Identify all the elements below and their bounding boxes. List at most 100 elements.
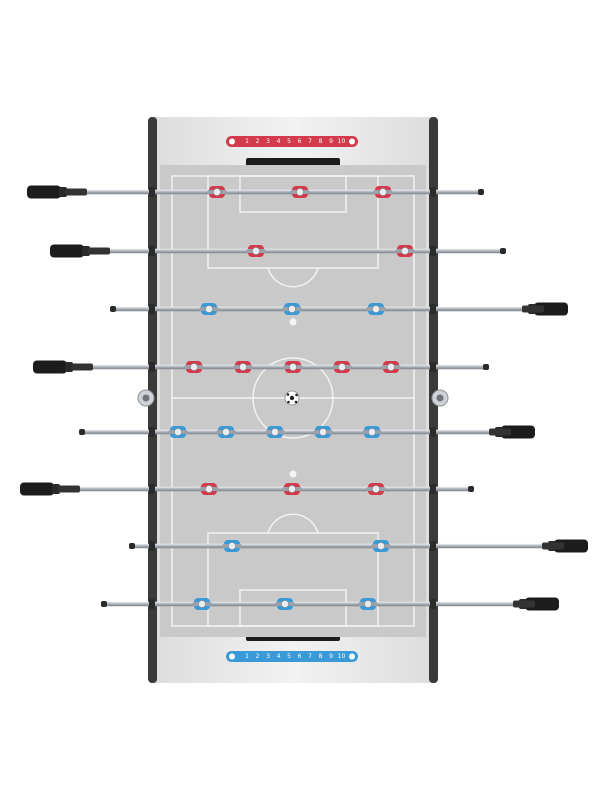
rod-bar[interactable]	[113, 306, 538, 312]
rod-5[interactable]	[79, 425, 535, 439]
rod-bar[interactable]	[104, 601, 529, 607]
score-number: 1	[245, 138, 249, 145]
rod-1[interactable]	[27, 185, 484, 199]
rod-handle[interactable]	[50, 244, 110, 258]
rod-2[interactable]	[50, 244, 506, 258]
score-number: 6	[298, 653, 302, 660]
blue-player[interactable]	[275, 598, 295, 610]
red-player[interactable]	[395, 245, 415, 257]
rod-4[interactable]	[33, 360, 489, 374]
rod-end-cap	[500, 248, 506, 254]
rod-end-cap	[483, 364, 489, 370]
score-number: 4	[277, 138, 281, 145]
rod-bushing	[430, 541, 436, 551]
rod-bushing	[149, 246, 155, 256]
rod-end-cap	[129, 543, 135, 549]
blue-player[interactable]	[265, 426, 285, 438]
penalty-spot-bottom	[289, 470, 297, 478]
rod-handle[interactable]	[489, 425, 535, 439]
rod-bar[interactable]	[80, 248, 503, 254]
score-number: 10	[338, 138, 346, 145]
score-number: 2	[256, 138, 260, 145]
red-player[interactable]	[366, 483, 386, 495]
ball-return-right	[431, 389, 449, 407]
rod-bushing	[430, 362, 436, 372]
red-player[interactable]	[290, 186, 310, 198]
blue-player[interactable]	[371, 540, 391, 552]
red-player[interactable]	[283, 361, 303, 373]
rod-bushing	[149, 362, 155, 372]
red-player[interactable]	[184, 361, 204, 373]
blue-player[interactable]	[366, 303, 386, 315]
rod-7[interactable]	[129, 539, 588, 553]
rod-bar[interactable]	[63, 364, 486, 370]
blue-player[interactable]	[362, 426, 382, 438]
blue-player[interactable]	[216, 426, 236, 438]
rod-end-cap	[79, 429, 85, 435]
score-number: 10	[338, 653, 346, 660]
score-number: 8	[319, 653, 323, 660]
rod-3[interactable]	[110, 302, 568, 316]
rod-bushing	[430, 246, 436, 256]
red-player[interactable]	[246, 245, 266, 257]
red-player[interactable]	[282, 483, 302, 495]
score-number: 8	[319, 138, 323, 145]
ball[interactable]	[284, 390, 300, 406]
rod-handle[interactable]	[522, 302, 568, 316]
rod-bushing	[430, 187, 436, 197]
rod-bushing	[149, 599, 155, 609]
blue-player[interactable]	[168, 426, 188, 438]
rod-bushing	[430, 427, 436, 437]
score-number: 9	[329, 653, 333, 660]
rod-bushing	[149, 541, 155, 551]
blue-player[interactable]	[282, 303, 302, 315]
penalty-spot-top	[289, 318, 297, 326]
blue-player[interactable]	[313, 426, 333, 438]
rod-handle[interactable]	[542, 539, 588, 553]
red-player[interactable]	[373, 186, 393, 198]
rod-bushing	[430, 484, 436, 494]
rod-6[interactable]	[20, 482, 474, 496]
rod-end-cap	[101, 601, 107, 607]
blue-player[interactable]	[222, 540, 242, 552]
rod-end-cap	[110, 306, 116, 312]
red-player[interactable]	[207, 186, 227, 198]
rod-bushing	[149, 187, 155, 197]
red-player[interactable]	[233, 361, 253, 373]
rod-handle[interactable]	[20, 482, 80, 496]
rod-bar[interactable]	[82, 429, 505, 435]
blue-player[interactable]	[192, 598, 212, 610]
score-number: 5	[287, 653, 291, 660]
rod-bushing	[149, 427, 155, 437]
red-player[interactable]	[332, 361, 352, 373]
red-player[interactable]	[381, 361, 401, 373]
score-number: 7	[308, 653, 312, 660]
score-number: 6	[298, 138, 302, 145]
rod-8[interactable]	[101, 597, 559, 611]
red-player[interactable]	[199, 483, 219, 495]
field-markings	[171, 175, 415, 627]
score-number: 2	[256, 653, 260, 660]
score-number: 7	[308, 138, 312, 145]
score-number: 3	[266, 138, 270, 145]
rod-bushing	[149, 484, 155, 494]
rod-bar[interactable]	[132, 543, 558, 549]
rod-handle[interactable]	[513, 597, 559, 611]
rod-end-cap	[478, 189, 484, 195]
rod-bar[interactable]	[57, 189, 481, 195]
score-number: 3	[266, 653, 270, 660]
rod-bushing	[430, 304, 436, 314]
ball-return-left	[137, 389, 155, 407]
rod-end-cap	[468, 486, 474, 492]
rod-bushing	[430, 599, 436, 609]
blue-player[interactable]	[199, 303, 219, 315]
blue-player[interactable]	[358, 598, 378, 610]
rod-bushing	[149, 304, 155, 314]
score-number: 5	[287, 138, 291, 145]
rod-bar[interactable]	[50, 486, 471, 492]
rod-handle[interactable]	[27, 185, 87, 199]
rod-handle[interactable]	[33, 360, 93, 374]
